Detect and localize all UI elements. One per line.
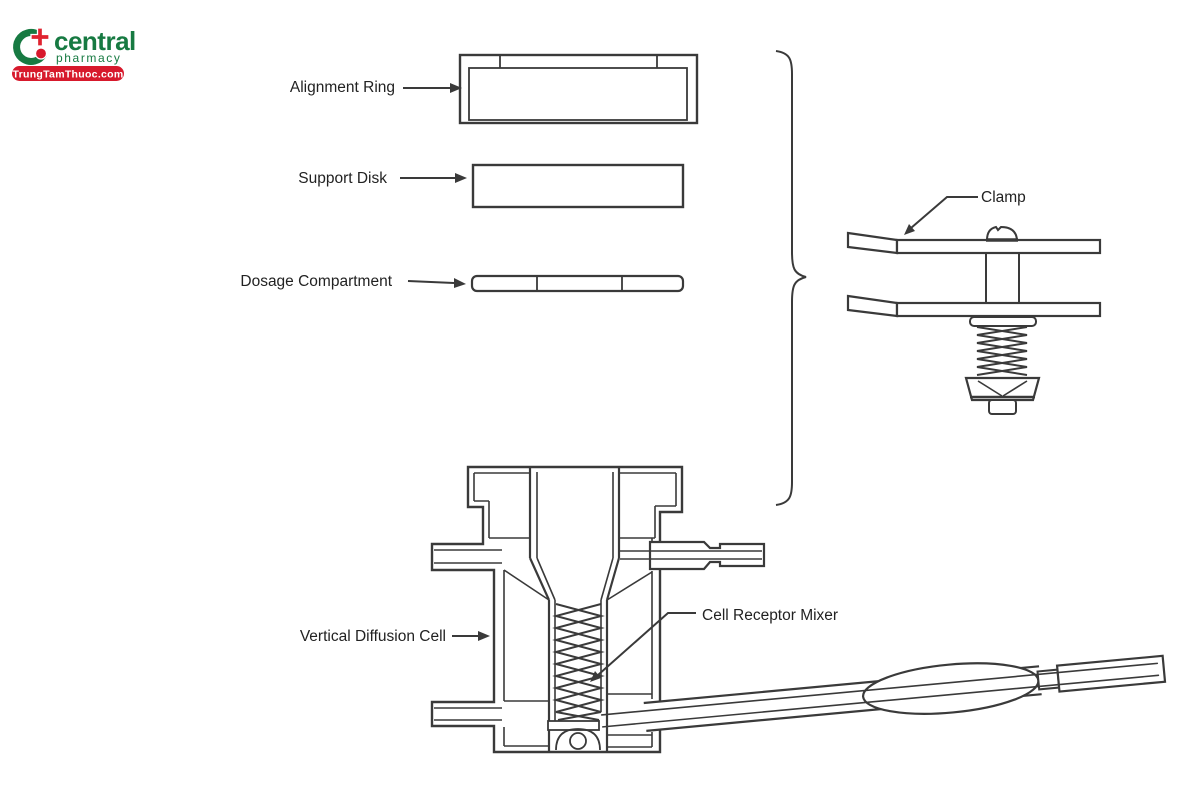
central-pharmacy-logo-icon [13, 27, 50, 65]
brand-badge-text: TrungTamThuoc.com [12, 69, 123, 81]
cell-chamber-walls [528, 467, 621, 752]
clamp-nut [964, 376, 1041, 402]
dosage-compartment-drawing [470, 274, 685, 293]
logo-dot-icon [34, 47, 48, 60]
vertical-diffusion-cell-arrow [452, 631, 490, 641]
clamp-spring [976, 326, 1028, 376]
cell-receptor-mixer-leader-arrow [590, 612, 696, 682]
logo-plus-icon [30, 27, 50, 47]
support-disk-drawing [471, 163, 685, 209]
diffusion-cell-drawing [430, 465, 1167, 754]
clamp-lower-arm [895, 301, 1102, 318]
brand-badge [12, 66, 124, 81]
alignment-ring-drawing [458, 53, 699, 125]
clamp-upper-handle [846, 231, 899, 255]
cell-mixer-spring [552, 603, 605, 721]
clamp-leader-arrow [904, 196, 978, 235]
dosage-compartment-arrow [407, 278, 466, 288]
grouping-brace [775, 50, 807, 506]
brand-logo: central pharmacy TrungTamThuoc.com [12, 26, 136, 81]
alignment-ring-arrow [403, 83, 462, 93]
dosage-compartment-label: Dosage Compartment [240, 273, 392, 290]
brand-name: central [54, 26, 136, 56]
cell-lower-tube [600, 654, 1167, 732]
clamp-collar [969, 316, 1037, 327]
clamp-screw-dome [985, 225, 1019, 241]
vertical-diffusion-cell-label: Vertical Diffusion Cell [300, 628, 446, 645]
cell-stir-bar-icon [569, 732, 587, 750]
clamp-label: Clamp [981, 189, 1026, 206]
support-disk-label: Support Disk [298, 170, 387, 187]
cell-upper-tube [648, 540, 766, 571]
brand-tagline: pharmacy [56, 51, 122, 65]
cell-receptor-mixer-label: Cell Receptor Mixer [702, 607, 838, 624]
clamp-upper-arm [895, 238, 1102, 255]
clamp-nut-tab [988, 399, 1017, 415]
cell-stir-arch [555, 728, 601, 751]
alignment-ring-label: Alignment Ring [290, 79, 395, 96]
support-disk-arrow [400, 173, 467, 183]
clamp-lower-handle [846, 294, 899, 318]
clamp-drawing [846, 225, 1102, 415]
cell-inner-detail [434, 472, 762, 748]
